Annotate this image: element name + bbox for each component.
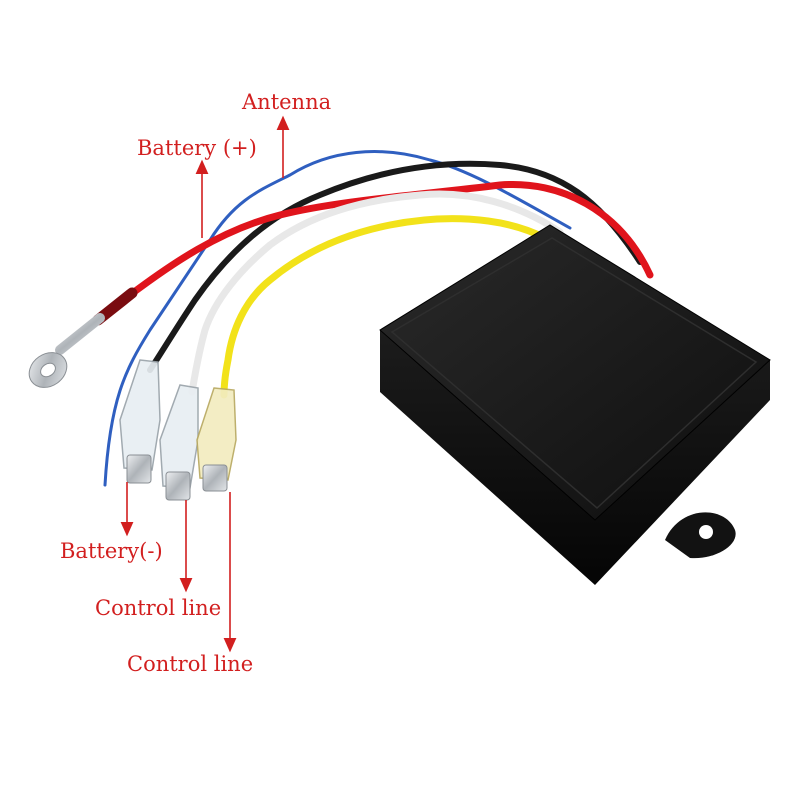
spade-connector-2 xyxy=(159,384,199,501)
white-wire xyxy=(188,190,564,396)
spade-connector-3 xyxy=(196,387,237,492)
antenna-label: Antenna xyxy=(242,90,332,114)
battery-negative-label: Battery(-) xyxy=(60,539,163,563)
callout-arrows xyxy=(120,115,290,653)
ring-terminal xyxy=(28,313,105,388)
battery-positive-label: Battery (+) xyxy=(137,136,257,160)
housing-top xyxy=(379,224,771,521)
yellow-wire xyxy=(220,215,549,399)
spade-connectors xyxy=(119,359,237,501)
spade-connector-1 xyxy=(119,359,161,484)
wire-bundle xyxy=(92,150,654,487)
control-line-label-1: Control line xyxy=(95,596,222,620)
receiver-housing xyxy=(379,224,771,585)
housing-side xyxy=(380,330,770,585)
control-line-label-2: Control line xyxy=(127,652,254,676)
black-wire xyxy=(147,160,643,373)
